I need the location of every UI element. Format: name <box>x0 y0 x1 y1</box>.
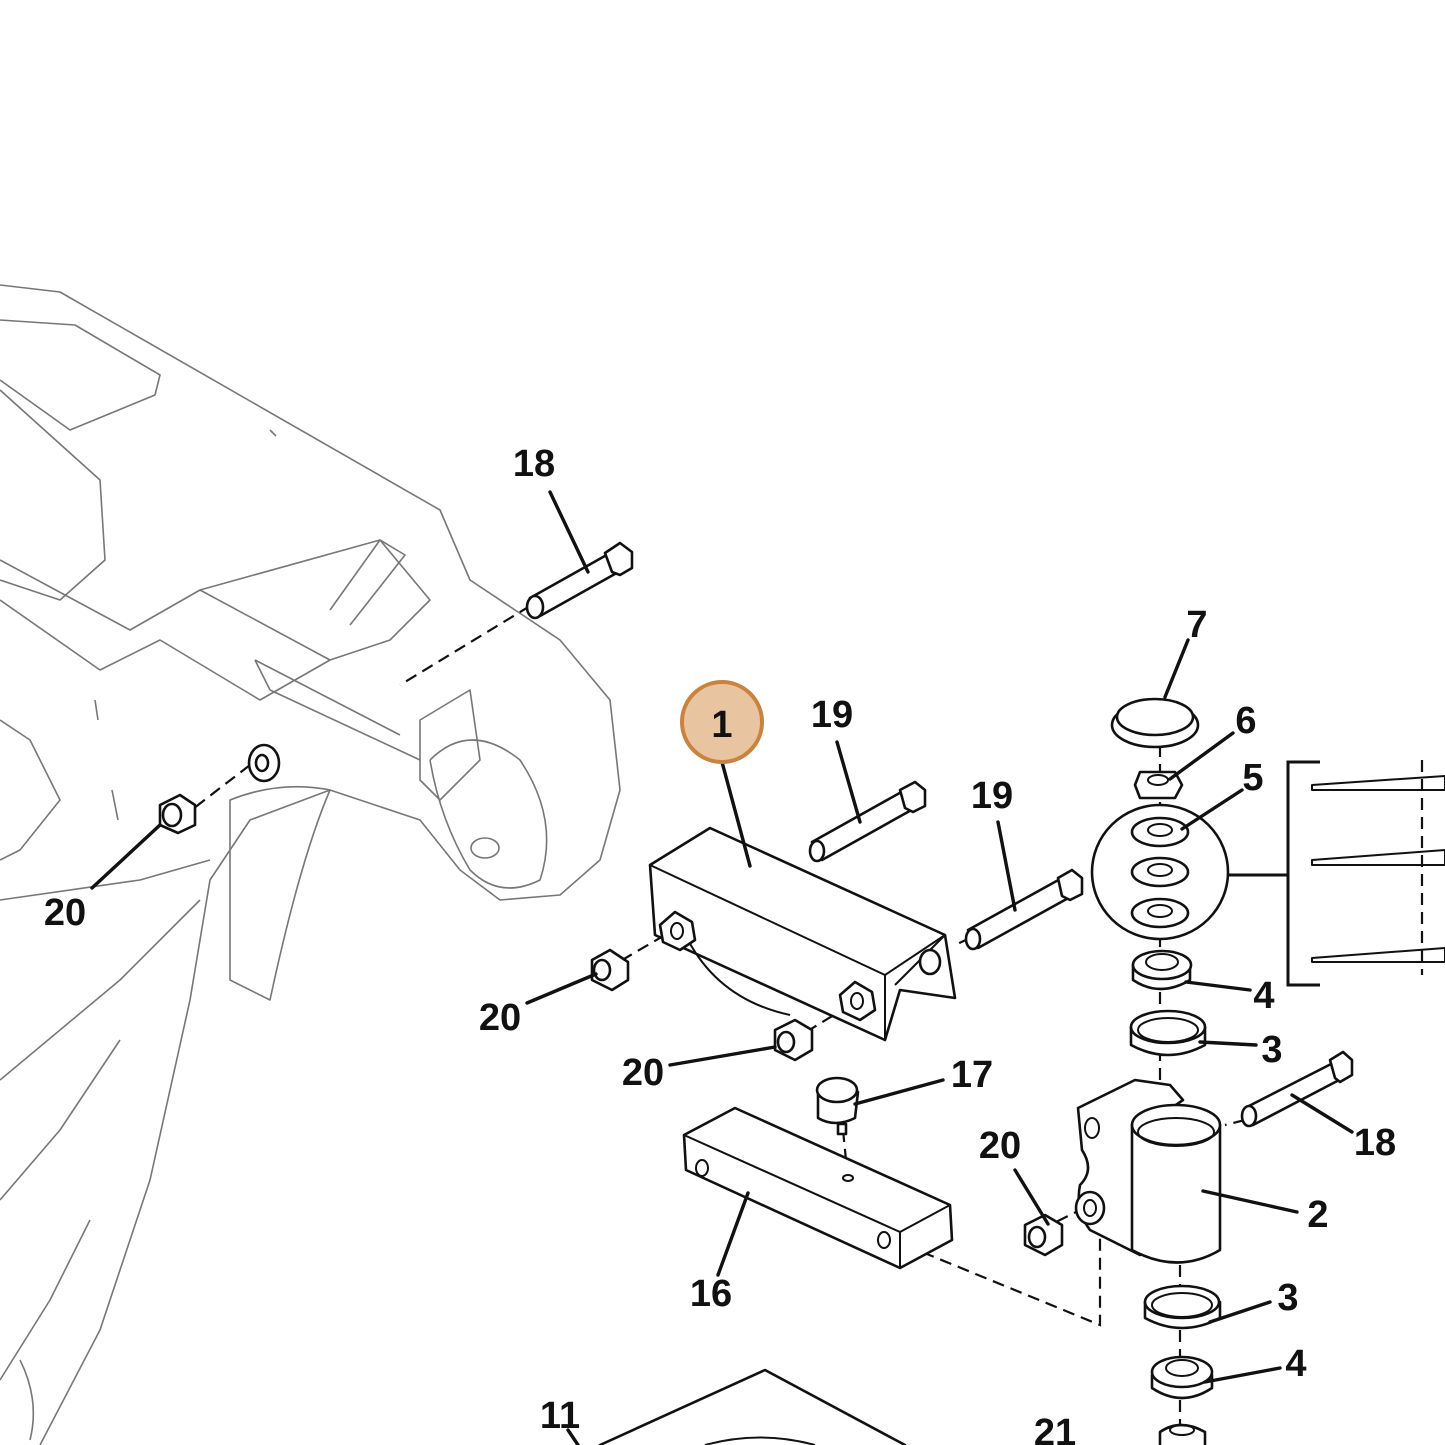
bearing-part-4-upper <box>1131 949 1193 991</box>
leader-lines <box>90 490 1354 1445</box>
plug-part-17 <box>815 1076 860 1136</box>
shim-bracket <box>1228 760 1445 987</box>
callout-20-low[interactable]: 20 <box>622 1052 664 1094</box>
callout-3-lower[interactable]: 3 <box>1277 1277 1298 1319</box>
callout-20-mid[interactable]: 20 <box>479 997 521 1039</box>
bolt-19-lower <box>964 868 1084 951</box>
callout-2[interactable]: 2 <box>1307 1194 1328 1236</box>
race-part-3-upper <box>1129 1009 1207 1057</box>
callout-1[interactable]: 1 <box>711 704 732 746</box>
callout-labels: 1 18 20 19 19 20 20 17 20 16 11 21 7 6 5… <box>44 443 1396 1445</box>
callout-4-upper[interactable]: 4 <box>1253 975 1274 1017</box>
callout-18-lower[interactable]: 18 <box>1354 1122 1396 1164</box>
bearing-part-4-lower <box>1150 1355 1214 1400</box>
highlight-circle-part-1[interactable] <box>680 680 764 764</box>
callout-20-left[interactable]: 20 <box>44 892 86 934</box>
callout-11[interactable]: 11 <box>540 1395 580 1437</box>
washer-20-left <box>247 743 281 783</box>
washer-group-part-5 <box>1090 803 1230 941</box>
bolt-19-upper <box>808 780 927 863</box>
nut-20-left <box>158 793 197 835</box>
nut-20-mid <box>590 948 630 992</box>
callout-4-lower[interactable]: 4 <box>1285 1343 1306 1385</box>
nut-20-right <box>1023 1213 1064 1257</box>
callout-18-upper[interactable]: 18 <box>513 443 555 485</box>
callout-21[interactable]: 21 <box>1034 1412 1076 1445</box>
callout-19-upper[interactable]: 19 <box>811 694 853 736</box>
callout-17[interactable]: 17 <box>951 1054 993 1096</box>
callout-7[interactable]: 7 <box>1186 604 1207 646</box>
callout-19-lower[interactable]: 19 <box>971 775 1013 817</box>
bar-part-16 <box>682 1106 954 1270</box>
callout-3-upper[interactable]: 3 <box>1261 1029 1282 1071</box>
mower-frame-outline <box>0 284 621 1445</box>
callout-20-right[interactable]: 20 <box>979 1125 1021 1167</box>
race-part-3-lower <box>1143 1284 1222 1330</box>
bolt-18-lower <box>1240 1050 1354 1128</box>
callout-16[interactable]: 16 <box>690 1273 732 1315</box>
callout-6[interactable]: 6 <box>1235 700 1256 742</box>
cap-part-7 <box>1110 697 1200 749</box>
spindle-housing-part-2 <box>1074 1078 1222 1264</box>
deck-part-11 <box>598 1368 907 1445</box>
nut-20-low <box>773 1018 814 1062</box>
part-bottom-stack <box>1158 1423 1207 1445</box>
bracket-part-1 <box>648 826 957 1042</box>
callout-5[interactable]: 5 <box>1242 757 1263 799</box>
